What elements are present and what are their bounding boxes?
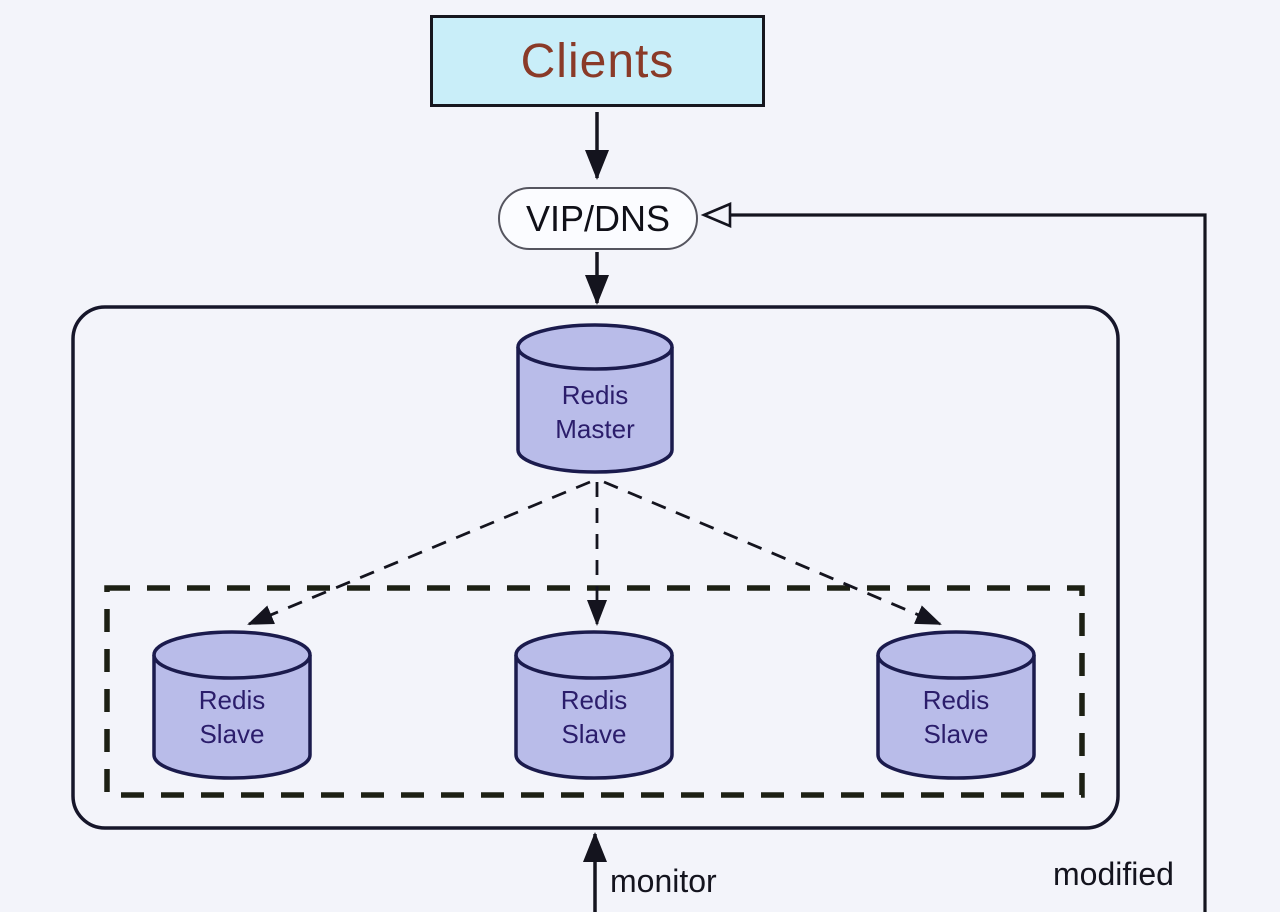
vip-dns-node: VIP/DNS bbox=[498, 187, 698, 250]
redis-master-label: Redis Master bbox=[517, 378, 673, 446]
redis-slave-cylinder bbox=[152, 630, 312, 780]
redis-slave2-label-line1: Redis bbox=[560, 685, 628, 715]
redis-slave1-label-line2: Slave bbox=[199, 719, 265, 749]
master-to-slave3-arrow bbox=[603, 480, 942, 626]
replication-arrows bbox=[247, 480, 942, 626]
redis-slave3-label-line1: Redis bbox=[922, 685, 990, 715]
redis-master-cylinder bbox=[516, 323, 674, 474]
redis-master-label-line1: Redis bbox=[561, 380, 629, 410]
redis-slave-cylinder bbox=[876, 630, 1036, 780]
vip-dns-label: VIP/DNS bbox=[525, 197, 671, 239]
redis-slave-cylinder bbox=[514, 630, 674, 780]
redis-slave2-label-line2: Slave bbox=[561, 719, 627, 749]
monitor-label: monitor bbox=[610, 863, 717, 899]
modified-label: modified bbox=[1053, 856, 1174, 892]
cluster-boundary bbox=[71, 305, 1120, 830]
clients-node: Clients bbox=[430, 15, 765, 107]
open-arrowhead-icon bbox=[700, 202, 732, 228]
modified-feedback-line bbox=[700, 202, 1207, 912]
redis-slave2-label: Redis Slave bbox=[516, 683, 672, 751]
redis-master-label-line2: Master bbox=[555, 414, 635, 444]
redis-slave1-label-line1: Redis bbox=[198, 685, 266, 715]
redis-slave3-label: Redis Slave bbox=[878, 683, 1034, 751]
redis-slave3-label-line2: Slave bbox=[923, 719, 989, 749]
slave-group-boundary bbox=[104, 585, 1085, 798]
master-to-slave1-arrow bbox=[247, 480, 591, 626]
redis-slave1-label: Redis Slave bbox=[154, 683, 310, 751]
clients-label: Clients bbox=[520, 34, 675, 88]
